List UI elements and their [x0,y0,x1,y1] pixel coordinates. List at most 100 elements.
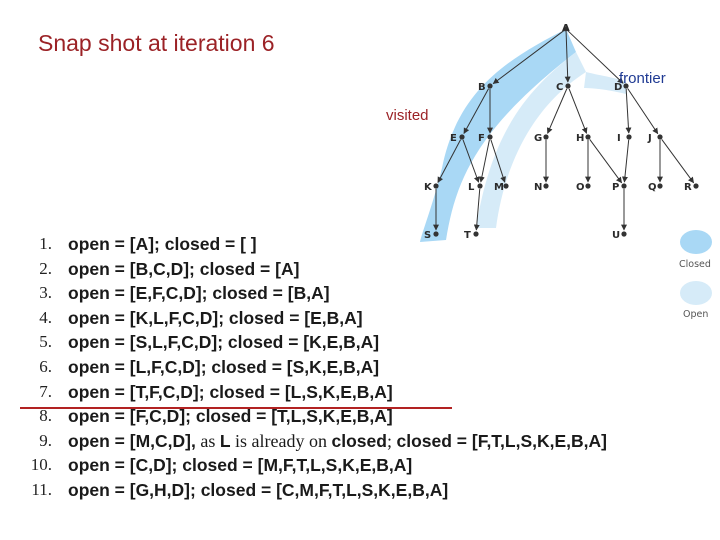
tree-edge-e-k [437,139,462,183]
tree-edges [433,30,695,231]
tree-node-label: K [424,182,433,193]
step-text-part: open = [A]; closed = [ ] [68,234,257,254]
tree-node-b [487,83,493,89]
iteration-separator-line [20,407,452,409]
step-text: open = [M,C,D], as L is already on close… [68,429,607,454]
step-text-part: open = [C,D]; closed = [M,F,T,L,S,K,E,B,… [68,455,413,476]
tree-node-u [621,231,627,237]
step-text-part: open = [K,L,F,C,D]; closed = [E,B,A] [68,307,363,328]
tree-node-k [433,183,439,189]
tree-node-label: L [468,182,475,193]
step-text: open = [E,F,C,D]; closed = [B,A] [68,281,330,306]
tree-node-j [657,134,663,140]
step-text: open = [G,H,D]; closed = [C,M,F,T,L,S,K,… [68,478,448,503]
tree-node-label: S [424,230,431,241]
step-text-part: open = [F,C,D]; closed = [T,L,S,K,E,B,A] [68,406,393,427]
step-text: open = [A]; closed = [ ] [68,232,257,257]
tree-node-t [473,231,479,237]
step-item: 9.open = [M,C,D], as L is already on clo… [0,429,720,454]
tree-edge-c-g [546,88,568,134]
step-number: 1. [39,234,52,253]
tree-node-label: T [464,230,471,241]
tree-node-label: O [576,182,585,193]
tree-node-label: H [576,133,584,144]
tree-node-label: F [478,133,485,144]
tree-node-q [657,183,663,189]
tree-edge-d-i [625,88,632,134]
tree-edge-a-d [567,30,624,84]
tree-node-l [477,183,483,189]
step-item: 7. open = [T,F,C,D]; closed = [L,S,K,E,B,… [0,380,720,405]
step-number: 2. [39,258,52,278]
tree-node-i [626,134,632,140]
tree-node-label: A [562,23,570,34]
tree-edge-d-j [627,88,659,135]
tree-node-label: B [478,82,486,93]
step-number: 4. [39,307,52,327]
step-text-part: open = [M,C,D], [68,430,196,451]
legend-closed-label: Closed [679,259,711,270]
tree-node-label: R [684,182,692,193]
step-item: 5.open = [S,L,F,C,D]; closed = [K,E,B,A] [0,330,720,355]
tree-edge-e-l [462,139,480,183]
legend-open-swatch [680,281,712,305]
step-item: 8. open = [F,C,D]; closed = [T,L,S,K,E,B,… [0,404,720,429]
tree-node-p [621,183,627,189]
tree-edge-b-e [463,88,489,135]
step-item: 10.open = [C,D]; closed = [M,F,T,L,S,K,E… [0,453,720,478]
frontier-band [476,52,586,228]
step-text: open = [C,D]; closed = [M,F,T,L,S,K,E,B,… [68,453,412,478]
tree-node-e [459,134,465,140]
step-item: 11. open = [G,H,D]; closed = [C,M,F,T,L,S… [0,478,720,503]
tree-edge-f-m [490,139,506,183]
step-item: 6. open = [L,F,C,D]; closed = [S,K,E,B,A] [0,355,720,380]
slide-title: Snap shot at iteration 6 [38,30,275,56]
tree-edge-l-t [473,188,481,231]
step-number: 3. [39,283,52,303]
step-number: 8. [39,406,52,426]
tree-node-n [543,183,549,189]
step-text-part: open = [E,F,C,D]; closed = [B,A] [68,283,330,304]
legend-closed-swatch [680,230,712,254]
tree-node-label: J [647,133,652,144]
tree-node-label: C [556,82,563,93]
step-text-part: as [195,430,220,451]
tree-node-label: M [494,182,504,193]
step-text-part: closed = [F,T,L,S,K,E,B,A] [396,430,608,451]
step-number: 6. [39,356,52,376]
tree-edge-a-b [492,30,564,84]
tree-node-s [433,231,439,237]
tree-node-label: E [450,133,457,144]
step-text-part: open = [T,F,C,D]; closed = [L,S,K,E,B,A] [68,381,393,402]
tree-node-label: D [614,82,622,93]
step-text-part: L [219,430,231,451]
tree-edge-h-p [589,139,623,184]
tree-node-r [693,183,699,189]
tree-node-o [585,183,591,189]
tree-node-label: U [612,230,620,241]
frontier-label: frontier [619,70,666,87]
step-item: 1. open = [A]; closed = [ ] [0,232,720,257]
tree-edge-i-p [621,139,630,183]
tree-node-label: Q [648,182,657,193]
step-number: 7. [39,381,52,401]
step-text-part: is already on [230,430,332,451]
tree-node-c [565,83,571,89]
tree-node-label: N [534,182,542,193]
step-item: 2. open = [B,C,D]; closed = [A] [0,257,720,282]
step-text: open = [L,F,C,D]; closed = [S,K,E,B,A] [68,355,379,380]
step-text: open = [K,L,F,C,D]; closed = [E,B,A] [68,306,363,331]
step-item: 3. open = [E,F,C,D]; closed = [B,A] [0,281,720,306]
tree-node-g [543,134,549,140]
step-number: 11. [31,479,52,499]
tree-edge-j-r [661,139,695,184]
tree-edge-c-h [568,88,588,134]
tree-node-a [563,26,569,32]
step-item: 4. open = [K,L,F,C,D]; closed = [E,B,A] [0,306,720,331]
step-text: open = [B,C,D]; closed = [A] [68,257,299,282]
step-text-part: open = [S,L,F,C,D]; closed = [K,E,B,A] [68,332,380,353]
tree-node-label: G [534,133,542,144]
tree-node-label: P [612,182,619,193]
